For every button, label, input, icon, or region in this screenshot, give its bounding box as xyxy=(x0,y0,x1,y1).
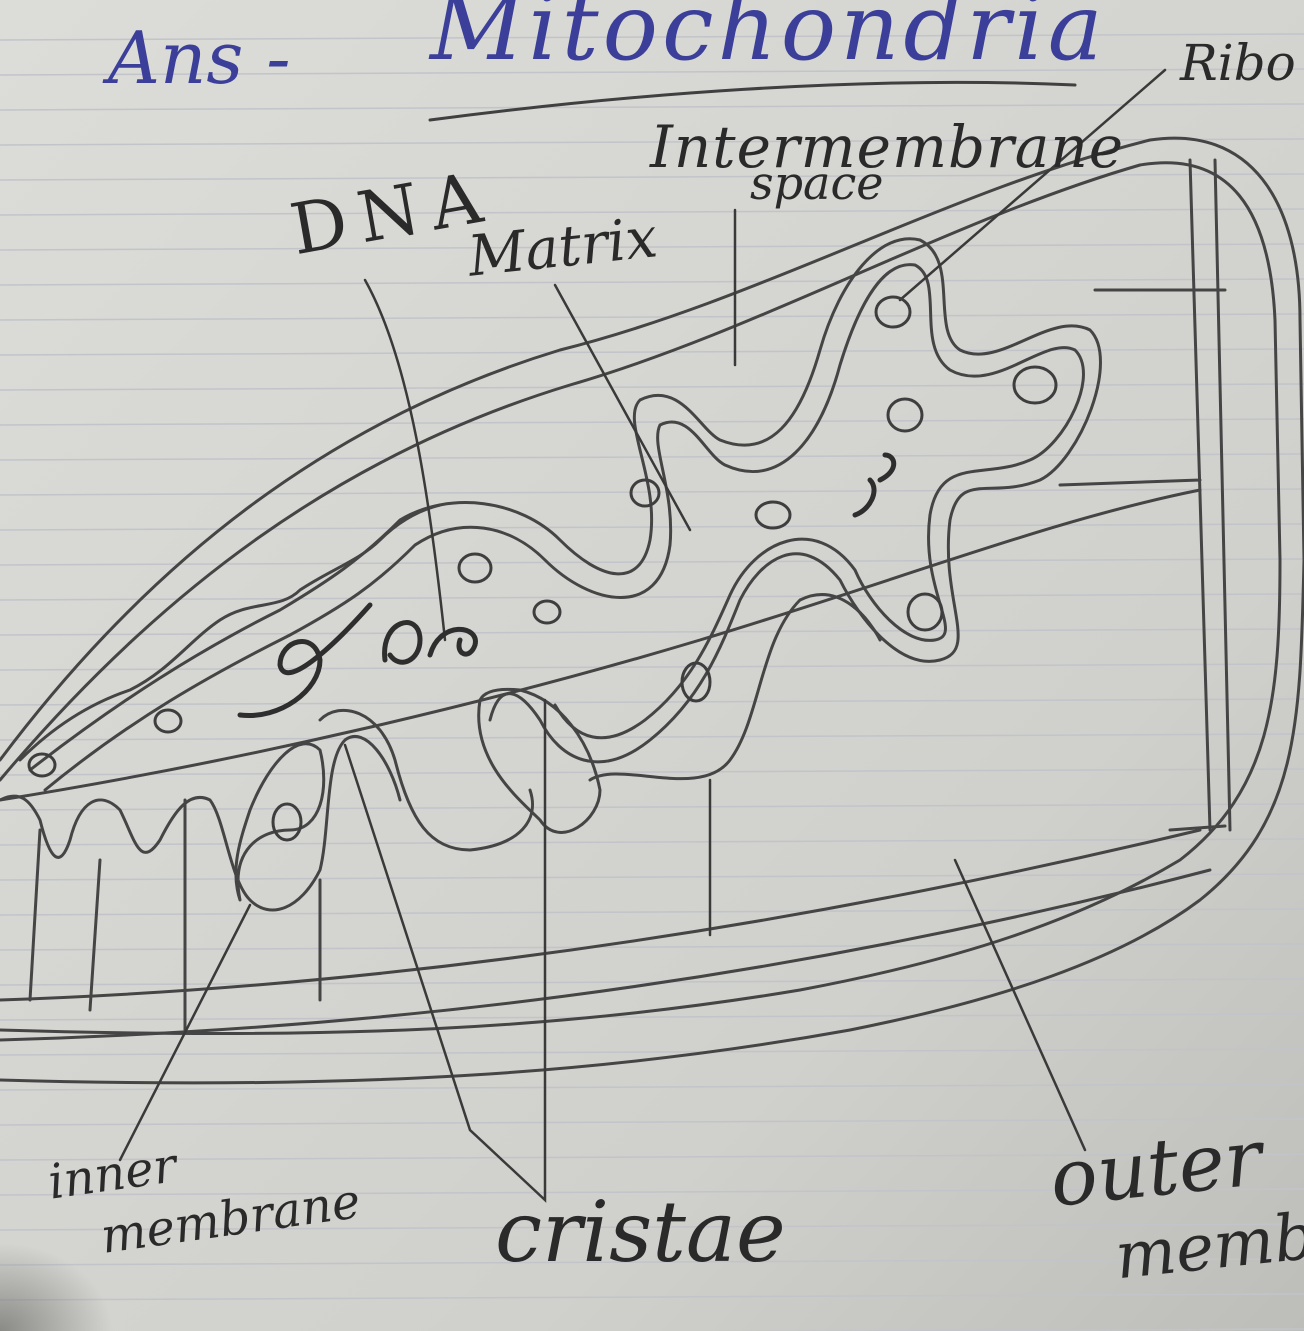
cristae-label: cristae xyxy=(495,1190,786,1274)
ribosome-label: Ribo xyxy=(1180,38,1296,88)
outer-membrane-label-line1: outer xyxy=(1047,1119,1266,1219)
outer-membrane-label-line2: memb xyxy=(1112,1205,1304,1290)
answer-prefix: Ans - xyxy=(108,22,291,94)
intermembrane-space-label-line1: Intermembrane xyxy=(650,118,1124,176)
intermembrane-space-label-line2: space xyxy=(750,160,883,206)
diagram-title: Mitochondria xyxy=(430,0,1107,74)
